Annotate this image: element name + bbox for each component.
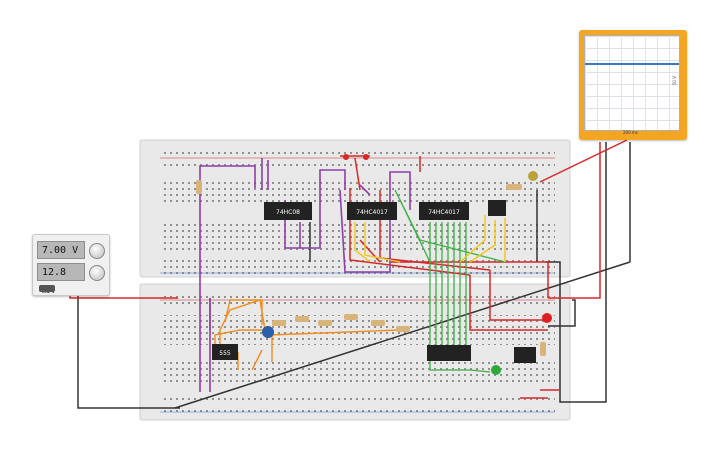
led-green[interactable] xyxy=(491,365,501,375)
volts-per-div-label: 50 V xyxy=(672,76,677,86)
voltage-display: 7.00 V xyxy=(37,241,85,259)
power-switch[interactable] xyxy=(39,285,55,292)
oscilloscope[interactable]: 50 V 200 ms xyxy=(579,30,687,140)
button-right[interactable] xyxy=(363,154,369,160)
chip-label: 555 xyxy=(219,350,231,357)
chip-label: 74HC4017 xyxy=(356,209,388,216)
led-yellow[interactable] xyxy=(528,171,538,181)
chip-74hc4017-1[interactable]: 74HC4017 xyxy=(347,202,397,220)
current-display: 12.8 mA xyxy=(37,263,85,296)
transistor-array[interactable] xyxy=(488,200,506,216)
chip-74hc08[interactable]: 74HC08 xyxy=(264,202,312,220)
chip-74hc4017-2[interactable]: 74HC4017 xyxy=(419,202,469,220)
chip-555[interactable]: 555 xyxy=(212,344,238,360)
power-supply[interactable]: 7.00 V 12.8 mA xyxy=(32,234,110,296)
resistor-network-2[interactable] xyxy=(514,347,536,363)
button-left[interactable] xyxy=(343,154,349,160)
resistors[interactable] xyxy=(196,180,546,356)
time-per-div-readout: 200 ms xyxy=(623,130,638,135)
oscilloscope-screen: 50 V xyxy=(584,35,680,131)
breadboard-bottom[interactable] xyxy=(139,283,571,421)
black-wires[interactable] xyxy=(77,142,631,409)
purple-wires[interactable] xyxy=(199,158,411,392)
signal-trace xyxy=(585,63,679,65)
resistor-network-1[interactable] xyxy=(427,345,471,361)
capacitor[interactable] xyxy=(262,326,274,338)
chip-label: 74HC08 xyxy=(276,209,300,216)
chip-label: 74HC4017 xyxy=(428,209,460,216)
current-knob[interactable] xyxy=(89,265,105,281)
led-red[interactable] xyxy=(542,313,552,323)
voltage-knob[interactable] xyxy=(89,243,105,259)
yellow-wires[interactable] xyxy=(354,215,506,263)
